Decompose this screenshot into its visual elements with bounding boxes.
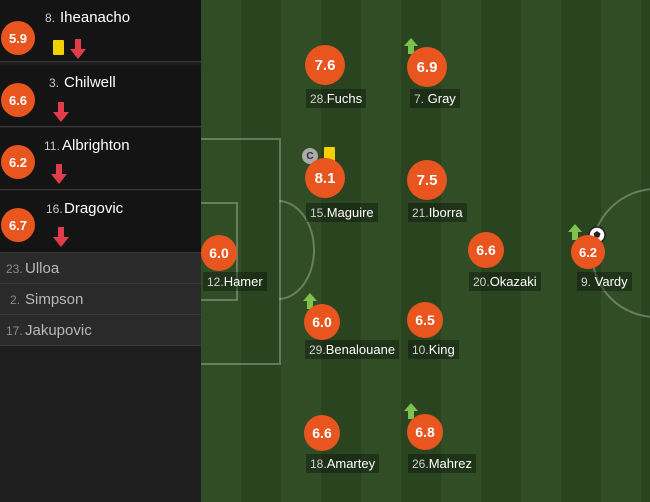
player-number: 15. — [310, 206, 327, 220]
player-name: Iheanacho — [60, 9, 131, 26]
player-number: 26. — [412, 457, 429, 471]
rating-badge: 5.9 — [1, 21, 35, 55]
player-label-maguire[interactable]: 15.Maguire — [306, 203, 378, 222]
substitute-row-albrighton[interactable]: 6.2 11. Albrighton — [0, 128, 201, 190]
player-label-king[interactable]: 10.King — [408, 340, 459, 359]
player-name: Ulloa — [25, 260, 60, 277]
rating-badge: 6.5 — [407, 302, 443, 338]
player-name: Simpson — [25, 291, 84, 308]
player-number: 28. — [310, 92, 327, 106]
rating-badge: 6.2 — [1, 145, 35, 179]
bench-row-jakupovic[interactable]: 17. Jakupovic — [0, 315, 201, 346]
player-label-benalouane[interactable]: 29.Benalouane — [305, 340, 400, 359]
arrow-down-icon — [53, 227, 69, 247]
substitute-row-dragovic[interactable]: 6.7 16. Dragovic — [0, 191, 201, 253]
player-name: Hamer — [223, 274, 263, 289]
yellow-card-icon — [324, 147, 335, 162]
player-number: 21. — [412, 206, 429, 220]
player-name: Iborra — [428, 205, 463, 220]
player-name: Albrighton — [62, 137, 130, 154]
rating-badge: 6.0 — [304, 304, 340, 340]
player-number: 7. — [414, 92, 425, 106]
player-name: Maguire — [326, 205, 374, 220]
rating-badge: 6.6 — [1, 83, 35, 117]
player-label-iborra[interactable]: 21.Iborra — [408, 203, 467, 222]
substitutes-panel: 5.9 8. Iheanacho 6.6 3. Chilwell 6.2 11.… — [0, 0, 201, 502]
player-label-fuchs[interactable]: 28.Fuchs — [306, 89, 367, 108]
player-name: King — [428, 342, 455, 357]
rating-badge: 6.6 — [468, 232, 504, 268]
player-label-mahrez[interactable]: 26.Mahrez — [408, 454, 477, 473]
player-name: Vardy — [594, 274, 628, 289]
player-number: 10. — [412, 343, 429, 357]
arrow-up-icon — [404, 403, 418, 419]
arrow-up-icon — [404, 38, 418, 54]
player-label-hamer[interactable]: 12.Hamer — [203, 272, 267, 291]
player-name: Dragovic — [64, 200, 124, 217]
goal-area-line — [201, 202, 238, 301]
rating-badge: 7.5 — [407, 160, 447, 200]
player-name: Mahrez — [428, 456, 473, 471]
player-name: Amartey — [326, 456, 376, 471]
rating-badge: 6.8 — [407, 414, 443, 450]
player-number: 16. — [46, 202, 63, 216]
bench-row-ulloa[interactable]: 23. Ulloa — [0, 253, 201, 284]
bench-row-simpson[interactable]: 2. Simpson — [0, 284, 201, 315]
arrow-down-icon — [70, 39, 86, 59]
player-name: Gray — [427, 91, 456, 106]
rating-badge: 6.9 — [407, 47, 447, 87]
player-label-gray[interactable]: 7. Gray — [410, 89, 460, 108]
rating-badge: 6.2 — [571, 235, 605, 269]
player-number: 2. — [10, 293, 21, 307]
player-name: Fuchs — [326, 91, 363, 106]
substitute-row-iheanacho[interactable]: 5.9 8. Iheanacho — [0, 0, 201, 62]
player-name: Benalouane — [325, 342, 396, 357]
arrow-up-icon — [568, 224, 582, 240]
player-number: 17. — [6, 324, 23, 338]
player-number: 23. — [6, 262, 23, 276]
player-label-amartey[interactable]: 18.Amartey — [306, 454, 380, 473]
pitch: 7.6 28.Fuchs 6.9 7. Gray C 8.1 15.Maguir… — [201, 0, 650, 502]
arrow-down-icon — [51, 164, 67, 184]
player-number: 18. — [310, 457, 327, 471]
arrow-down-icon — [53, 102, 69, 122]
yellow-card-icon — [53, 40, 64, 55]
substitute-row-chilwell[interactable]: 6.6 3. Chilwell — [0, 65, 201, 127]
player-number: 9. — [581, 275, 592, 289]
rating-badge: 6.0 — [201, 235, 237, 271]
player-label-okazaki[interactable]: 20.Okazaki — [469, 272, 541, 291]
rating-badge: 6.6 — [304, 415, 340, 451]
arrow-up-icon — [303, 293, 317, 309]
rating-badge: 6.7 — [1, 208, 35, 242]
player-number: 11. — [44, 139, 60, 153]
player-name: Okazaki — [489, 274, 537, 289]
player-number: 8. — [45, 11, 56, 25]
player-label-vardy[interactable]: 9. Vardy — [577, 272, 632, 291]
player-name: Chilwell — [64, 74, 116, 91]
player-number: 29. — [309, 343, 326, 357]
player-number: 3. — [49, 76, 60, 90]
player-name: Jakupovic — [25, 322, 92, 339]
player-number: 12. — [207, 275, 224, 289]
player-number: 20. — [473, 275, 490, 289]
rating-badge: 7.6 — [305, 45, 345, 85]
rating-badge: 8.1 — [305, 158, 345, 198]
